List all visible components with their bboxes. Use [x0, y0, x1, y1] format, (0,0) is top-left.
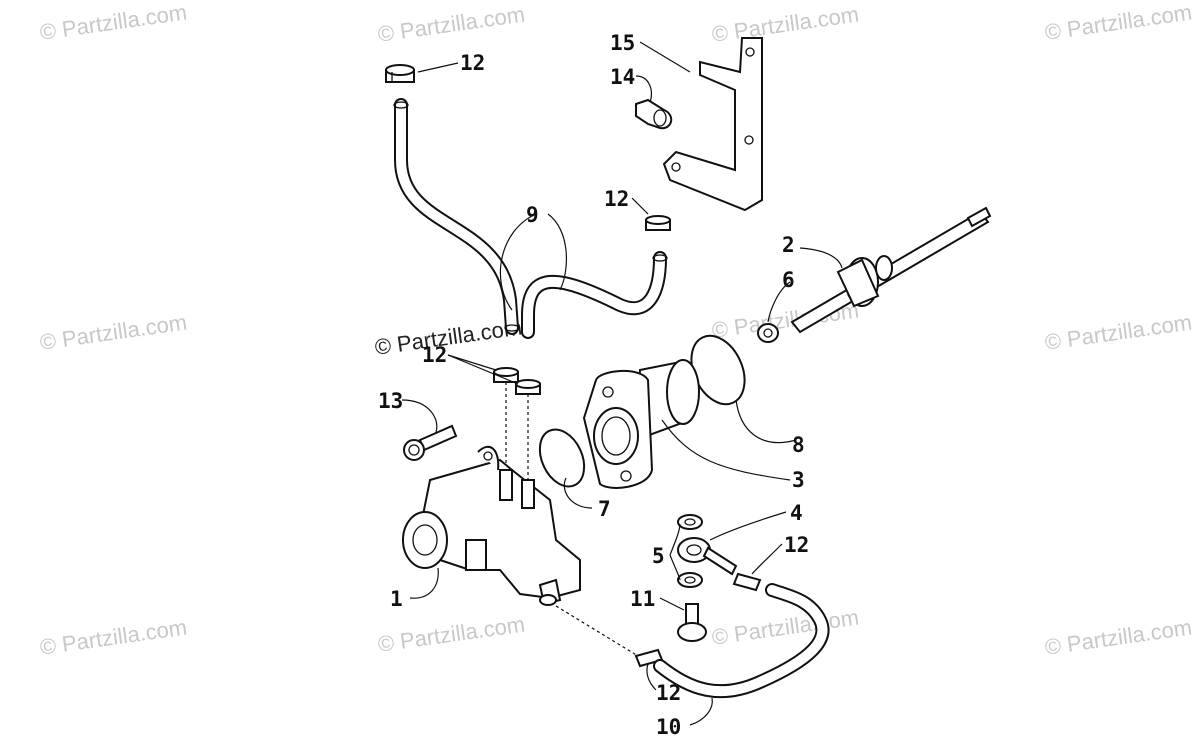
banjo-bolt-11: [677, 603, 707, 642]
callout-8: 8: [792, 433, 805, 457]
o-ring-7: [538, 428, 586, 488]
callout-15: 15: [610, 31, 635, 55]
callout-12: 12: [656, 681, 681, 705]
callout-12: 12: [460, 51, 485, 75]
callout-3: 3: [792, 468, 805, 492]
drive-gear-shaft-2: [790, 206, 992, 334]
hose-clamp-12: [732, 572, 762, 592]
callout-13: 13: [378, 389, 403, 413]
callout-5: 5: [652, 544, 665, 568]
callout-4: 4: [790, 501, 803, 525]
hose-clamp-12: [515, 379, 541, 395]
callout-12: 12: [604, 187, 629, 211]
callout-1: 1: [390, 587, 403, 611]
callout-12: 12: [784, 533, 809, 557]
bracket-15: [662, 37, 763, 212]
callout-14: 14: [610, 65, 635, 89]
callouts: 12 15 14 9 12 2 6 12 13 8 3 7 4 5 12 11 …: [378, 31, 809, 739]
leader-lines: [401, 41, 843, 726]
hose-9: [393, 98, 668, 339]
callout-11: 11: [630, 587, 655, 611]
callout-12: 12: [422, 343, 447, 367]
callout-2: 2: [782, 233, 795, 257]
washer-6: [757, 323, 779, 343]
callout-7: 7: [598, 497, 611, 521]
oil-pump-1: [402, 445, 581, 606]
hose-clamp-12: [645, 215, 671, 231]
hose-clamp-12: [385, 64, 415, 83]
bolt-13: [403, 424, 458, 461]
callout-10: 10: [656, 715, 681, 739]
callout-6: 6: [782, 268, 795, 292]
washer-5: [677, 514, 703, 588]
banjo-fitting-4: [677, 537, 738, 576]
pump-housing-3: [582, 359, 700, 489]
hose-10: [653, 583, 830, 699]
clip-14: [635, 98, 673, 130]
callout-9: 9: [526, 203, 539, 227]
